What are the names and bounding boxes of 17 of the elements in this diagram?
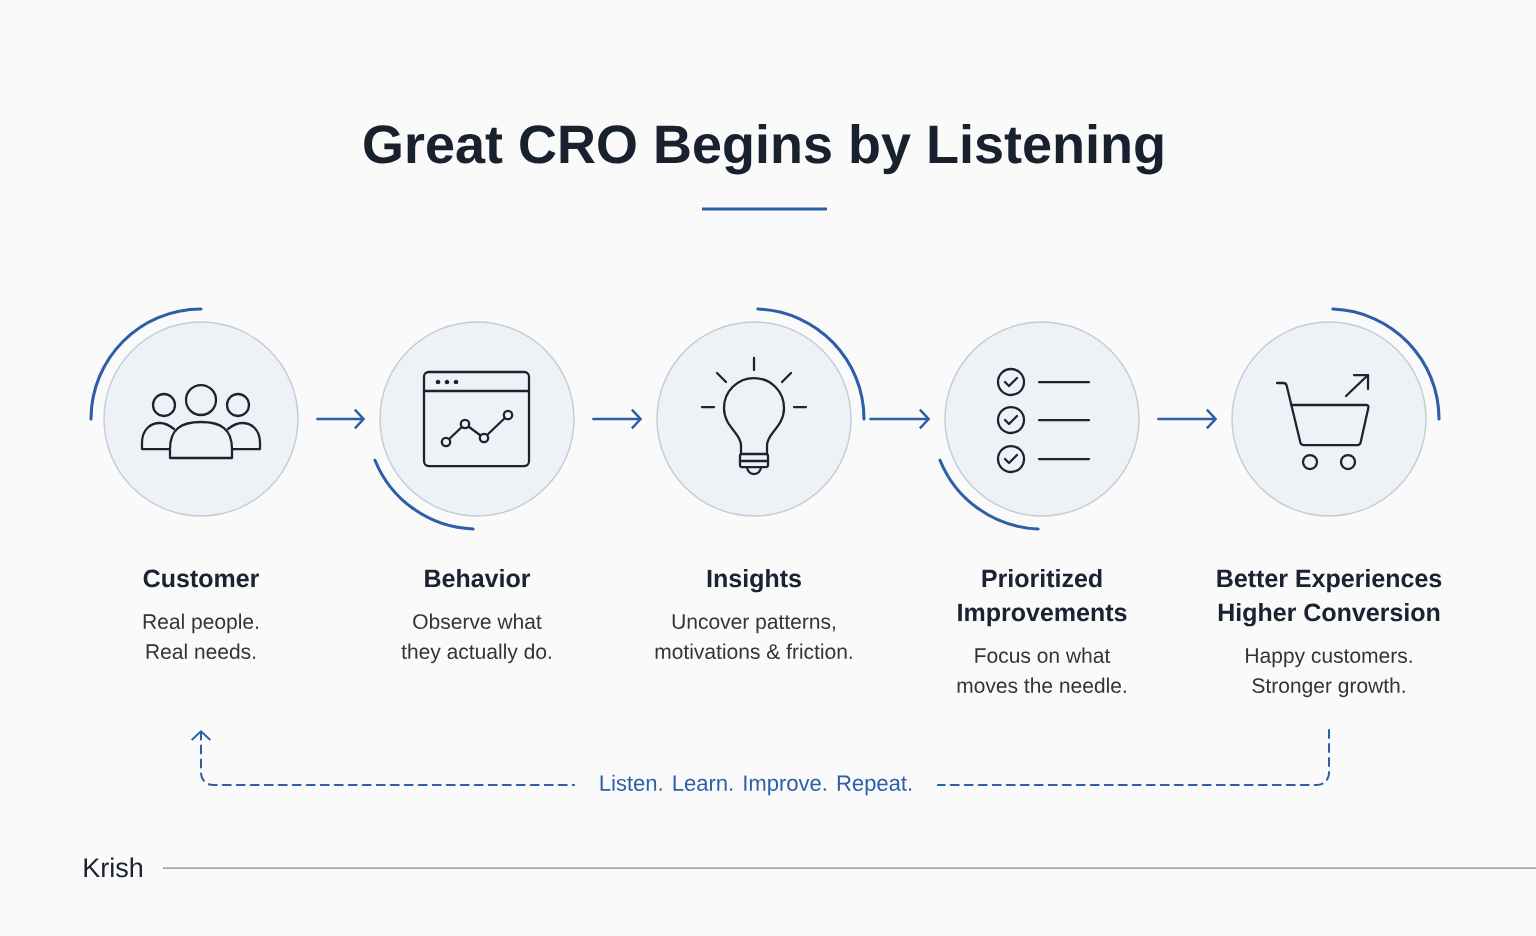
step-title: Better Experiences Higher Conversion	[1217, 568, 1442, 627]
arrow	[592, 408, 643, 430]
arrow	[869, 408, 931, 430]
step-description: Real people. Real needs.	[143, 613, 258, 659]
step-title: Insights	[707, 568, 801, 593]
arrow	[316, 408, 366, 430]
step-description: Focus on what moves the needle.	[957, 647, 1126, 693]
arrow	[1157, 408, 1218, 430]
step-title: Behavior	[425, 568, 531, 588]
author-name: Krish	[84, 857, 142, 878]
step-title: Prioritized Improvements	[958, 568, 1127, 627]
title: Great CRO Begins by Listening	[364, 123, 1163, 175]
edge-label: Listen. Learn. Improve. Repeat.	[574, 769, 938, 801]
step-description: Observe what they actually do.	[401, 613, 551, 664]
step-title: Customer	[143, 569, 259, 588]
step-description: Uncover patterns, motivations & friction.	[655, 614, 852, 659]
step-description: Happy customers. Stronger growth.	[1246, 648, 1412, 698]
